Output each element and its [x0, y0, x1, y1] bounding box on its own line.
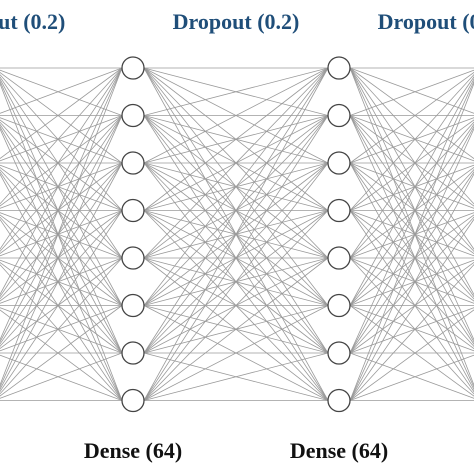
connection-line [143, 162, 329, 401]
dense1-neuron-7 [121, 341, 145, 365]
connection-line [349, 80, 474, 354]
dense1-neuron-3 [121, 151, 145, 175]
connection-line [143, 210, 329, 401]
connection-line [0, 264, 123, 401]
dense1-neuron-2 [121, 103, 145, 128]
dense2-neuron-1 [327, 56, 351, 80]
dropout-label-3: Dropout (0.2) [378, 9, 474, 34]
connection-line [0, 257, 123, 395]
connection-line [0, 216, 123, 354]
dense-label-1: Dense (64) [84, 438, 182, 463]
connection-line [0, 169, 123, 306]
connection-line [349, 162, 474, 300]
dense2-neuron-7 [327, 341, 351, 365]
dense2-neuron-3 [327, 151, 351, 175]
connection-line [0, 210, 123, 347]
connection-line [349, 73, 474, 211]
connection-line [349, 115, 474, 253]
connection-line [143, 305, 329, 401]
connection-line [0, 67, 123, 250]
connection-line [0, 67, 123, 387]
connection-line [0, 305, 123, 397]
connection-line [0, 210, 123, 393]
connection-line [0, 67, 123, 114]
connection-line [143, 352, 329, 401]
dense2-neuron-2 [327, 103, 351, 128]
dense2-neuron-8 [327, 388, 351, 413]
connection-line [349, 309, 474, 401]
connection-line [143, 67, 329, 401]
dropout-label-1: Dropout (0.2) [0, 9, 65, 34]
connection-line [143, 257, 329, 401]
connection-line [0, 162, 123, 300]
connection-line [143, 67, 329, 354]
connection-line [349, 173, 474, 401]
dense2-neuron-6 [327, 293, 351, 318]
neuron-nodes [121, 56, 351, 413]
dense1-neuron-5 [121, 246, 145, 270]
connection-line [349, 354, 474, 401]
dropout-label-2: Dropout (0.2) [173, 9, 300, 34]
connection-line [349, 216, 474, 354]
connection-line [0, 67, 123, 296]
dense1-neuron-6 [121, 293, 145, 318]
dense1-neuron-8 [121, 388, 145, 413]
connection-line [349, 69, 474, 116]
connection-line [143, 67, 329, 116]
dense-label-2: Dense (64) [290, 438, 388, 463]
connection-line [143, 67, 329, 164]
connection-line [349, 218, 474, 401]
connection-line [349, 121, 474, 259]
connection-line [143, 115, 329, 401]
connection-line [349, 257, 474, 395]
connection-line [349, 210, 474, 348]
connection-line [349, 67, 474, 205]
dense2-neuron-5 [327, 246, 351, 270]
connection-lines [0, 67, 474, 401]
connection-line [349, 82, 474, 401]
connection-line [0, 121, 123, 259]
connection-line [349, 263, 474, 401]
connection-line [349, 168, 474, 306]
connection-line [143, 67, 329, 211]
connection-line [143, 67, 329, 259]
connection-line [0, 67, 123, 160]
connection-line [349, 78, 474, 306]
connection-line [349, 76, 474, 259]
dense2-neuron-4 [327, 198, 351, 223]
connection-line [0, 67, 123, 341]
connection-line [0, 162, 123, 391]
connection-line [0, 352, 123, 399]
dense1-neuron-4 [121, 198, 145, 223]
dense1-neuron-1 [121, 56, 145, 80]
connection-line [0, 115, 123, 252]
connection-line [0, 74, 123, 211]
connection-line [0, 67, 123, 205]
connection-line [349, 71, 474, 164]
connection-line [143, 67, 329, 306]
connection-line [0, 115, 123, 389]
connection-line [349, 127, 474, 401]
